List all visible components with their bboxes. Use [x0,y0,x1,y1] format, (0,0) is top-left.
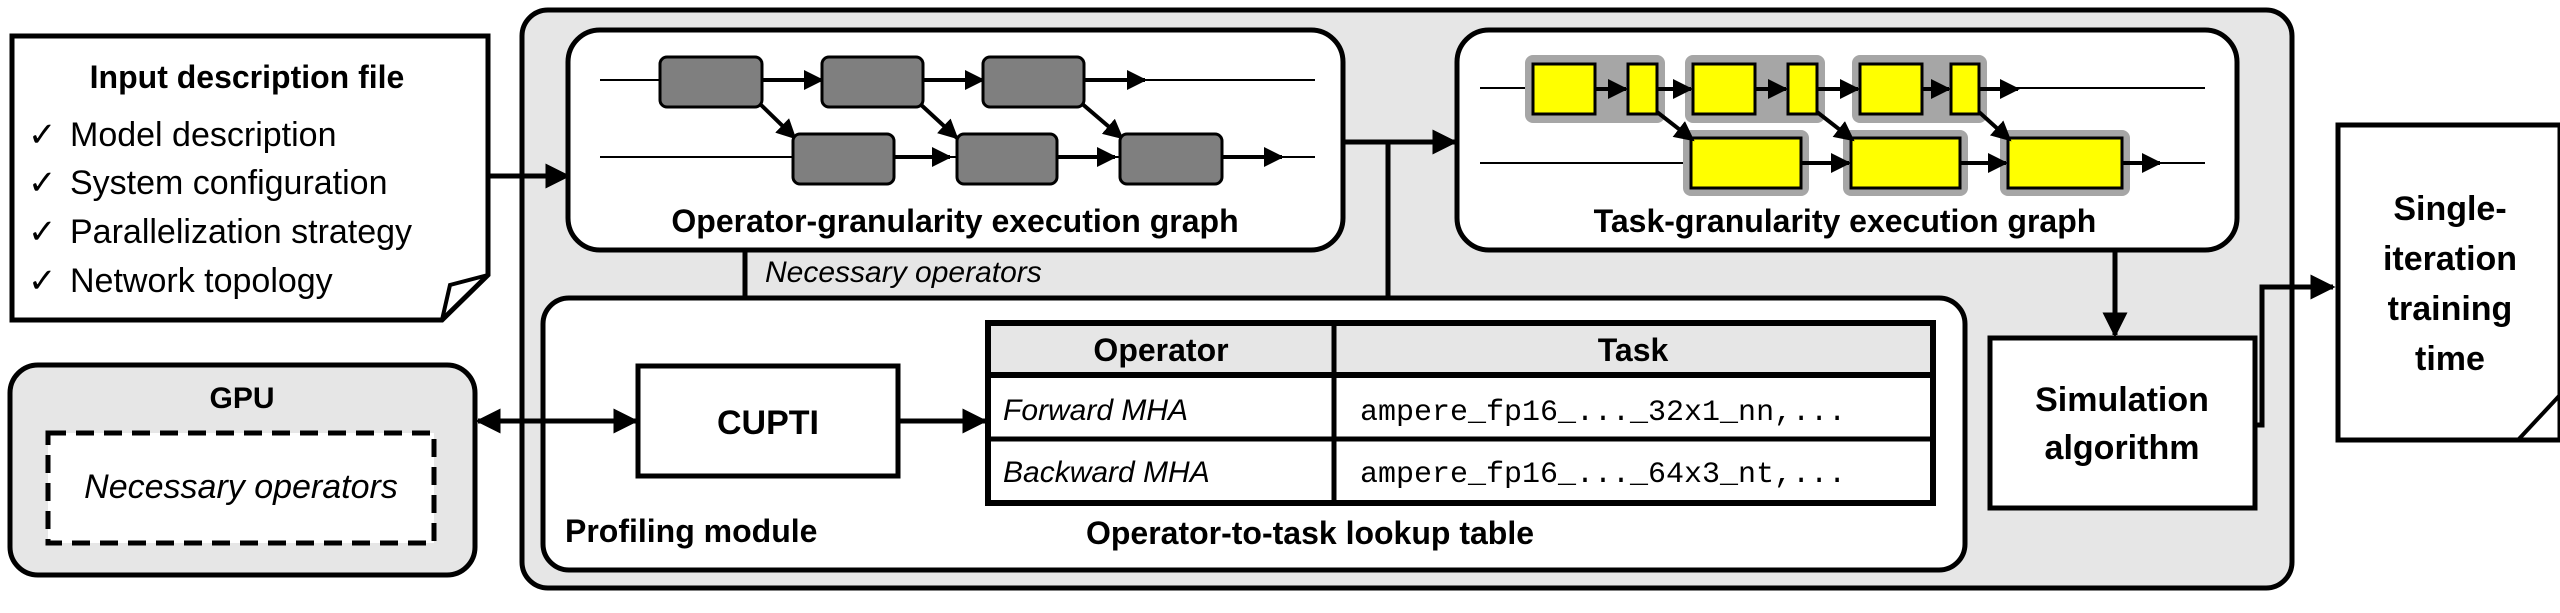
operator-node [955,132,1059,186]
arrow-simulation-to-output [2255,274,2336,428]
operator-node [1118,132,1224,186]
table-cell-operator: Forward MHA [1003,394,1188,427]
task-node [2006,136,2124,190]
input-description-file: Input description file ✓ Model descripti… [9,33,491,323]
task-node [1691,62,1757,116]
simulation-algorithm-box: Simulation algorithm [1987,335,2258,511]
gpu-box: GPU Necessary operators [7,362,478,578]
operator-node [658,55,764,109]
profiling-module-label: Profiling module [565,513,817,549]
input-item-network: Network topology [70,262,333,300]
task-node [1786,62,1819,116]
table-header-task: Task [1598,332,1669,368]
check-icon: ✓ [28,262,57,300]
lookup-table-caption: Operator-to-task lookup table [1086,515,1534,551]
task-node [1531,62,1597,116]
operator-graph-label: Operator-granularity execution graph [671,203,1238,239]
task-node [1849,136,1962,190]
output-label-line: training [2388,290,2513,328]
output-label-line: Single- [2393,190,2506,228]
profiling-module: Profiling module CUPTI Operator Task For… [540,295,1968,573]
gpu-necessary-operators-box [45,430,437,546]
input-item-system: System configuration [70,164,388,202]
task-node [1626,62,1659,116]
operator-graph-box: Operator-granularity execution graph [565,27,1346,253]
task-node [1949,62,1981,116]
task-graph-box: Task-granularity execution graph [1454,27,2240,253]
input-file-title: Input description file [90,59,405,95]
check-icon: ✓ [28,213,57,251]
task-graph-label: Task-granularity execution graph [1594,203,2097,239]
input-item-parallelization: Parallelization strategy [70,213,412,251]
table-cell-task: ampere_fp16_..._32x1_nn,... [1360,396,1846,430]
table-cell-operator: Backward MHA [1003,456,1210,489]
gpu-necessary-operators-label: Necessary operators [84,468,398,506]
output-label-line: iteration [2383,240,2517,278]
cupti-label: CUPTI [717,404,819,442]
table-cell-task: ampere_fp16_..._64x3_nt,... [1360,458,1846,492]
operator-node [981,55,1086,109]
necessary-operators-label: Necessary operators [765,256,1042,289]
output-label-line: time [2415,340,2485,378]
simulation-label-line: Simulation [2035,381,2209,419]
task-node [1858,62,1924,116]
check-icon: ✓ [28,116,57,154]
task-node [1689,136,1803,190]
operator-node [820,55,925,109]
check-icon: ✓ [28,164,57,202]
input-item-model: Model description [70,116,336,154]
operator-node [791,132,896,186]
operator-to-task-lookup-table: Operator Task Forward MHA ampere_fp16_..… [985,320,1936,506]
simulation-label-line: algorithm [2045,429,2200,467]
table-header-operator: Operator [1093,332,1228,368]
output-document: Single- iteration training time [2335,122,2560,443]
gpu-title: GPU [209,382,274,415]
